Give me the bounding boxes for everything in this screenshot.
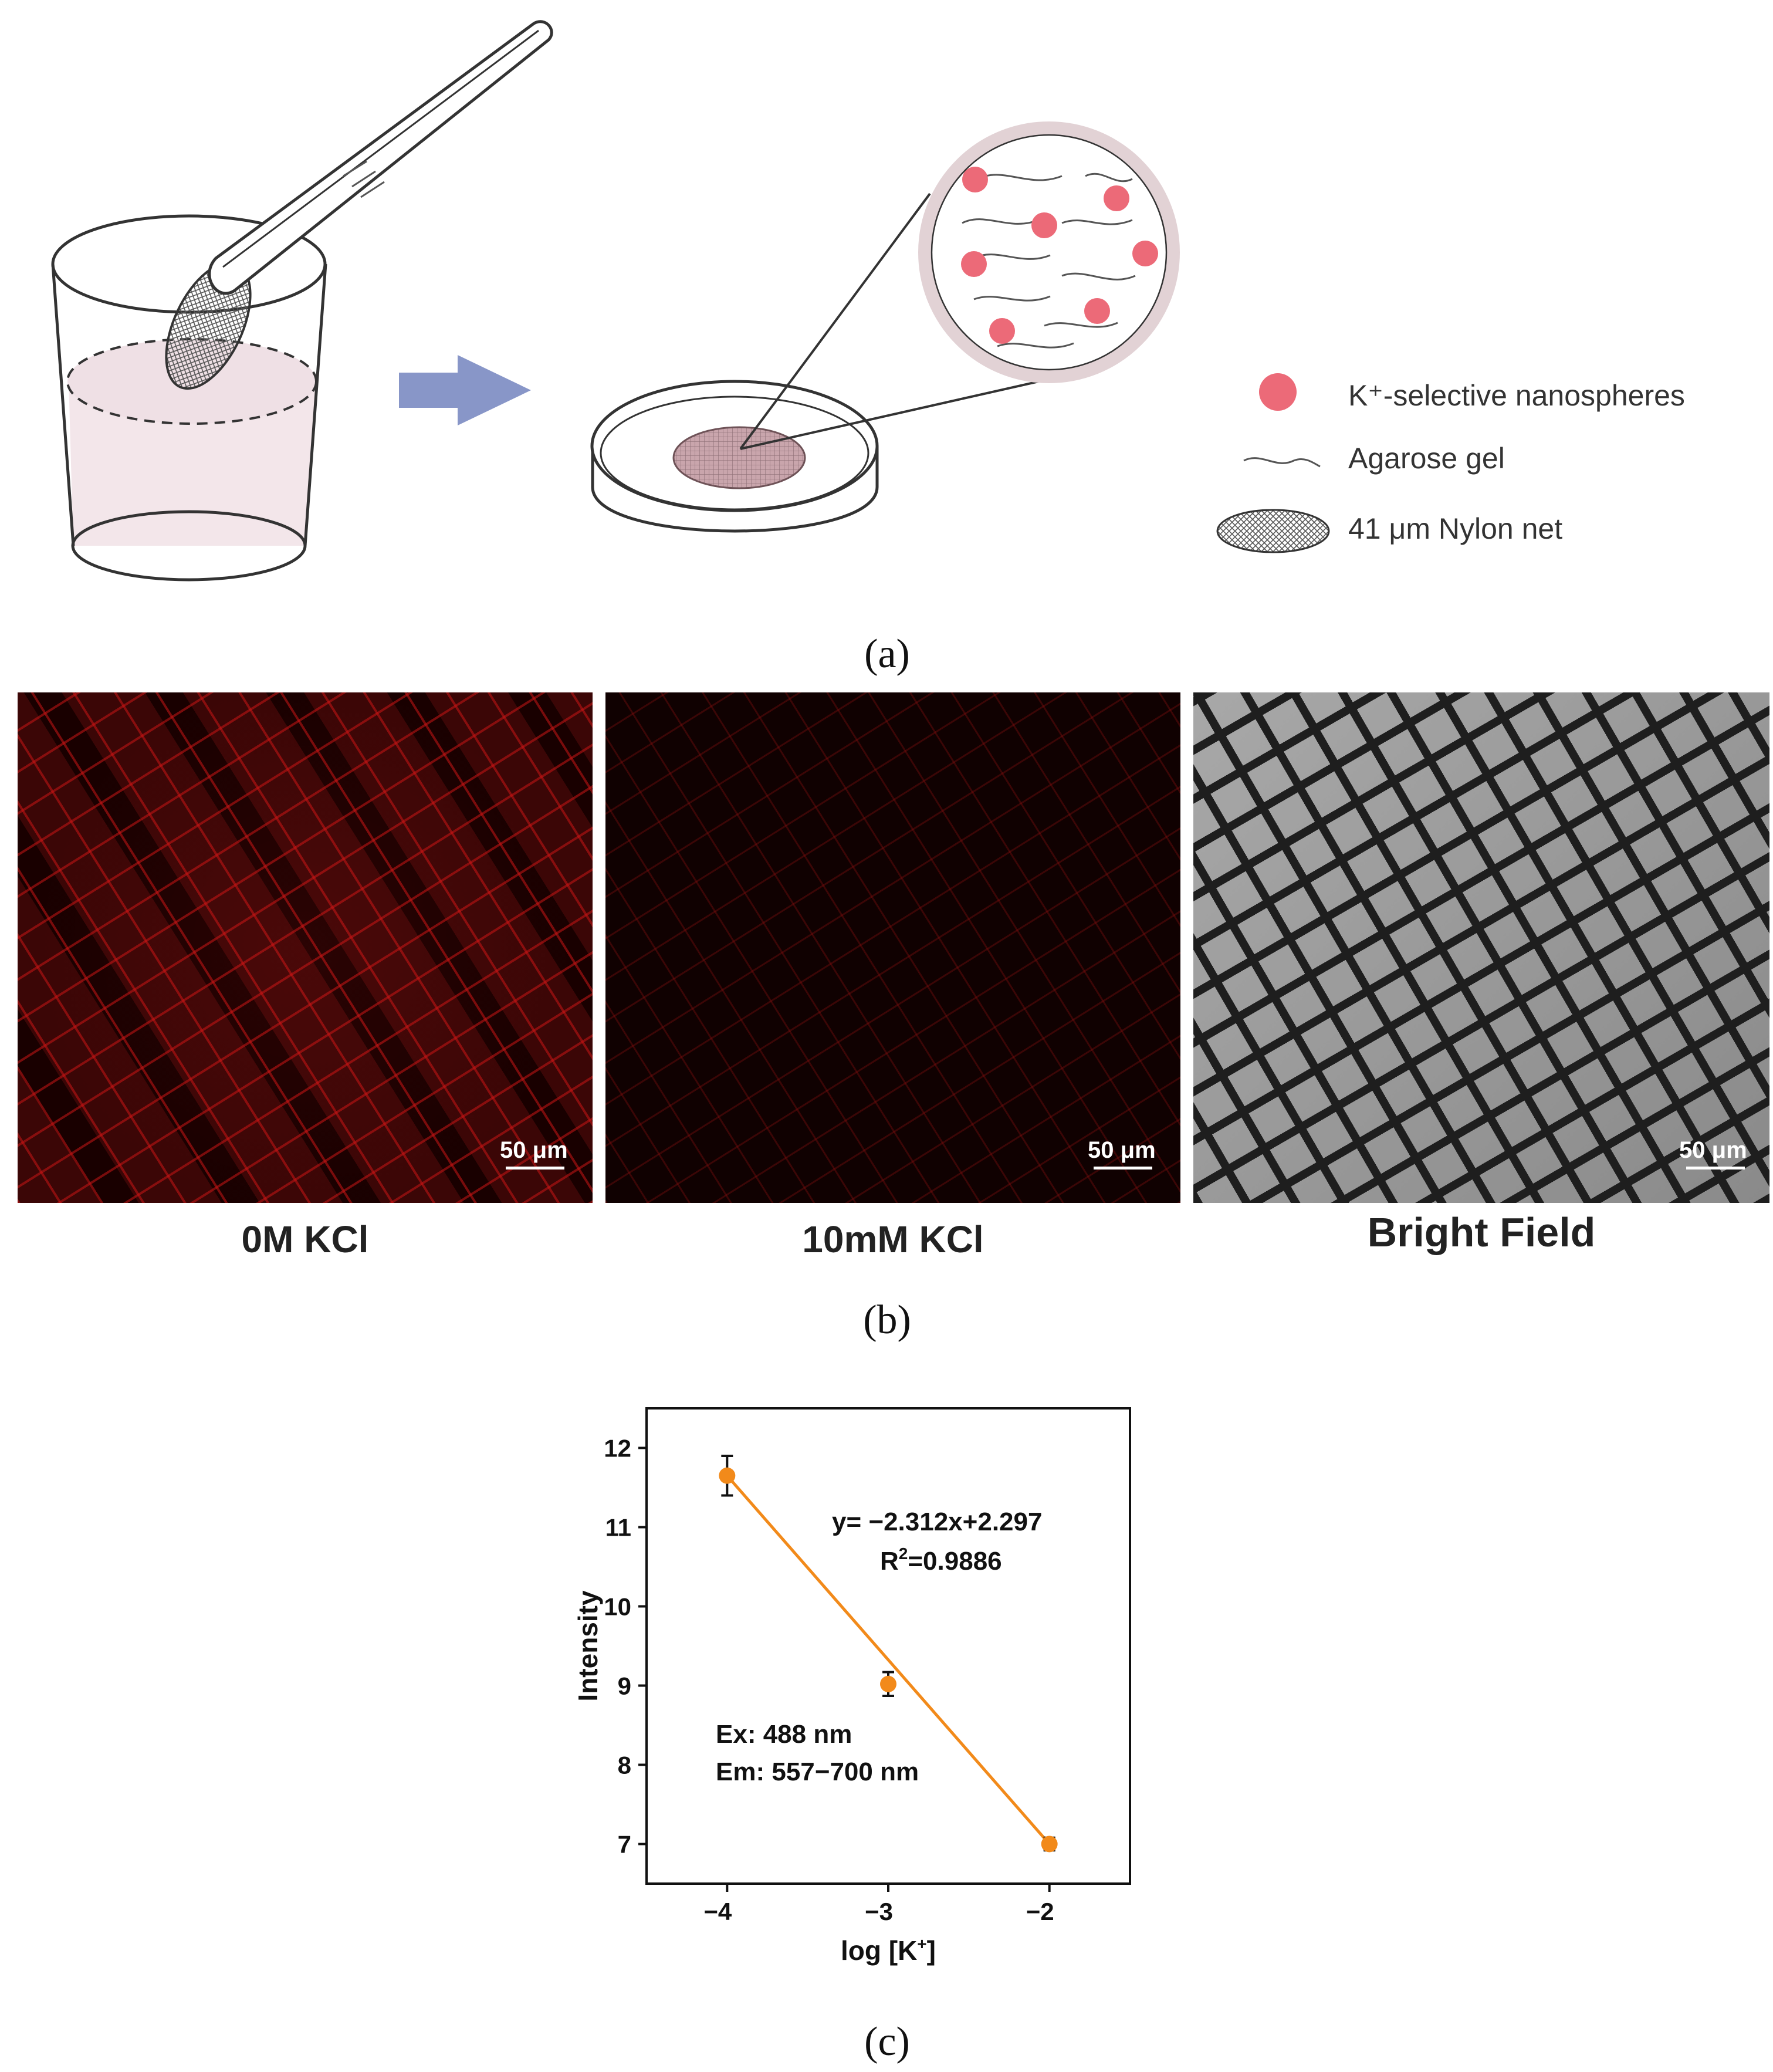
xlabel: log [K+] — [841, 1935, 936, 1966]
x-tick-label: −2 — [1026, 1898, 1054, 1925]
y-tick-label: 10 — [604, 1593, 631, 1621]
scale-bar-line — [1686, 1167, 1745, 1169]
legend-label-agarose: Agarose gel — [1348, 442, 1505, 475]
y-tick-label: 11 — [605, 1514, 631, 1542]
data-point — [1041, 1836, 1058, 1853]
excitation-text: Ex: 488 nm — [716, 1720, 852, 1749]
label-10mm-kcl: 10mM KCl — [802, 1218, 984, 1260]
scale-bar-label: 50 μm — [1088, 1137, 1156, 1163]
data-point — [719, 1467, 736, 1484]
legend-label-nylon: 41 μm Nylon net — [1348, 512, 1563, 545]
r2-text: R2=0.9886 — [880, 1544, 1002, 1576]
emission-text: Em: 557−700 nm — [716, 1757, 919, 1786]
label-0m-kcl: 0M KCl — [241, 1218, 369, 1260]
scale-bar-label: 50 μm — [500, 1137, 568, 1163]
y-tick-label: 9 — [618, 1672, 631, 1700]
tweezers — [208, 20, 553, 295]
petri-dish — [590, 380, 879, 533]
nylon-net-icon — [1216, 509, 1330, 553]
micrograph-10mm-kcl: 50 μm — [605, 692, 1180, 1203]
caption-b: (b) — [863, 1297, 911, 1343]
scale-bar-line — [1094, 1167, 1152, 1169]
nanosphere-icon — [1259, 373, 1297, 411]
legend-label-nanospheres: K⁺-selective nanospheres — [1348, 379, 1685, 412]
x-tick-label: −4 — [703, 1898, 732, 1925]
fit-line — [726, 1475, 1051, 1845]
panel-a-illustration — [51, 20, 1330, 582]
scale-bar-label: 50 μm — [1679, 1137, 1747, 1163]
micrograph-0m-kcl: 50 μm — [18, 692, 593, 1203]
equation-text: y= −2.312x+2.297 — [832, 1507, 1042, 1536]
label-bright-field: Bright Field — [1367, 1209, 1596, 1255]
scale-bar-line — [506, 1167, 564, 1169]
x-tick-label: −3 — [865, 1898, 893, 1925]
y-tick-label: 7 — [618, 1831, 631, 1858]
caption-c: (c) — [864, 2019, 910, 2064]
plot-frame — [645, 1407, 1131, 1885]
y-tick-label: 8 — [618, 1752, 631, 1779]
agarose-gel-icon — [1243, 457, 1321, 468]
process-arrow — [399, 355, 531, 425]
ylabel: Intensity — [573, 1590, 603, 1702]
y-tick-label: 12 — [604, 1435, 631, 1462]
caption-a: (a) — [864, 631, 910, 677]
micrograph-bright-field: 50 μm — [1193, 692, 1769, 1203]
data-point — [880, 1675, 896, 1692]
magnified-view — [918, 121, 1180, 383]
